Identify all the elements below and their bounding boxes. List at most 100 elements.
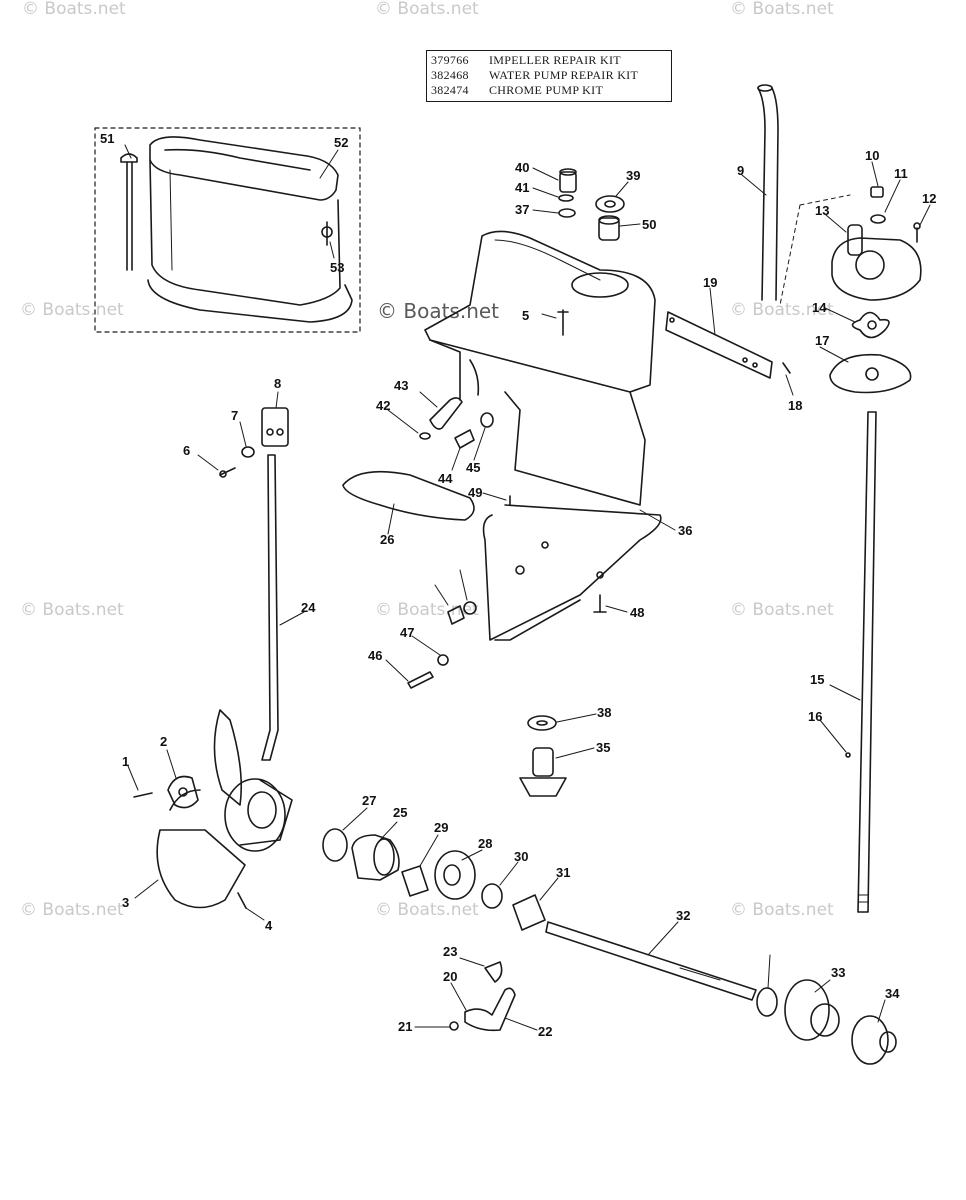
watermark-group: © Boats.net © Boats.net © Boats.net © Bo…: [20, 0, 834, 920]
kit-number: 382474: [431, 83, 469, 97]
part-2-nut: [167, 775, 199, 809]
exhaust-housing-group-box: [94, 127, 361, 333]
callout-53: 53: [330, 260, 344, 275]
callout-45: 45: [466, 460, 480, 475]
watermark: © Boats.net: [20, 600, 124, 620]
part-48-screw: [593, 594, 607, 613]
part-42-pin: [419, 432, 431, 440]
callout-50: 50: [642, 217, 656, 232]
dashed-leader: [779, 194, 851, 306]
part-53-screw: [321, 221, 333, 246]
part-6-screw: [219, 467, 236, 478]
kit-number: 379766: [431, 53, 469, 67]
part-50-bushing: [598, 215, 620, 241]
callout-28: 28: [478, 836, 492, 851]
callout-33: 33: [831, 965, 845, 980]
part-38-washer: [527, 715, 557, 731]
watermark: © Boats.net: [20, 900, 124, 920]
part-27-o-ring: [322, 828, 348, 862]
part-34-bearing-head: [851, 1015, 897, 1065]
part-33-reverse-gear: [784, 979, 840, 1041]
part-39-seal: [595, 195, 625, 213]
part-47-washer: [437, 654, 449, 666]
part-16-pin: [845, 752, 851, 758]
part-15-drive-shaft: [857, 411, 877, 913]
leader-lines: [124, 144, 931, 1031]
part-26-gasket: [342, 470, 475, 521]
part-1-cotter-pin: [133, 792, 153, 798]
part-10-screw: [870, 186, 884, 198]
kit-number: 382468: [431, 68, 469, 82]
kit-row: 382474 CHROME PUMP KIT: [431, 83, 667, 98]
callout-labels: 1 2 3 4 5 6 7 8 9 10 11 12 13 14 15 16 1…: [100, 131, 936, 1039]
repair-kit-table: 379766 IMPELLER REPAIR KIT 382468 WATER …: [426, 50, 672, 102]
callout-35: 35: [596, 740, 610, 755]
kit-name: IMPELLER REPAIR KIT: [489, 53, 621, 67]
callout-44: 44: [438, 471, 453, 486]
watermark: © Boats.net: [22, 0, 126, 19]
callout-42: 42: [376, 398, 390, 413]
part-22-shift-lever: [464, 987, 516, 1032]
watermark: © Boats.net: [377, 299, 499, 323]
part-52-exhaust-housing: [147, 136, 353, 323]
part-7-nut: [241, 446, 255, 458]
kit-name: CHROME PUMP KIT: [489, 83, 604, 97]
part-5-screw: [557, 309, 569, 336]
callout-52: 52: [334, 135, 348, 150]
watermark: © Boats.net: [375, 600, 479, 620]
part-44-plug: [447, 605, 465, 625]
part-13-pump-housing: [831, 224, 922, 301]
callout-5: 5: [522, 308, 529, 323]
callout-12: 12: [922, 191, 936, 206]
watermark: © Boats.net: [375, 900, 479, 920]
callout-47: 47: [400, 625, 414, 640]
callout-36: 36: [678, 523, 692, 538]
callout-17: 17: [815, 333, 829, 348]
callout-25: 25: [393, 805, 407, 820]
part-30-thrust-washer: [756, 987, 778, 1017]
part-44-plug: [454, 429, 475, 449]
part-31-clutch-dog: [512, 894, 546, 931]
callout-32: 32: [676, 908, 690, 923]
part-29-bearing: [401, 865, 429, 897]
watermark: © Boats.net: [20, 300, 124, 320]
callout-26: 26: [380, 532, 394, 547]
callout-21: 21: [398, 1019, 412, 1034]
part-23-shift-link: [484, 961, 503, 983]
callout-27: 27: [362, 793, 376, 808]
part-43-pin: [429, 397, 463, 430]
callout-24: 24: [301, 600, 316, 615]
callout-8: 8: [274, 376, 281, 391]
callout-9: 9: [737, 163, 744, 178]
callout-34: 34: [885, 986, 900, 1001]
callout-14: 14: [812, 300, 827, 315]
part-51-bolt: [120, 153, 138, 271]
part-11-washer: [870, 214, 886, 224]
callout-4: 4: [265, 918, 273, 933]
part-19-plate: [665, 311, 773, 379]
part-8-bracket: [261, 407, 289, 447]
part-21-screw: [449, 1021, 459, 1031]
callout-19: 19: [703, 275, 717, 290]
watermark: © Boats.net: [730, 0, 834, 19]
kit-row: 382468 WATER PUMP REPAIR KIT: [431, 68, 667, 83]
callout-41: 41: [515, 180, 529, 195]
part-18-screw: [782, 362, 791, 374]
kit-name: WATER PUMP REPAIR KIT: [489, 68, 639, 82]
callout-3: 3: [122, 895, 129, 910]
callout-39: 39: [626, 168, 640, 183]
callout-20: 20: [443, 969, 457, 984]
part-12-screw: [913, 222, 921, 243]
callout-37: 37: [515, 202, 529, 217]
part-35-pinion-gear: [519, 747, 567, 797]
callout-7: 7: [231, 408, 238, 423]
part-4-pin: [237, 892, 247, 909]
part-24-shift-rod: [261, 454, 279, 761]
part-17-plate: [829, 353, 912, 394]
callout-15: 15: [810, 672, 824, 687]
callout-30: 30: [514, 849, 528, 864]
callout-2: 2: [160, 734, 167, 749]
callout-13: 13: [815, 203, 829, 218]
